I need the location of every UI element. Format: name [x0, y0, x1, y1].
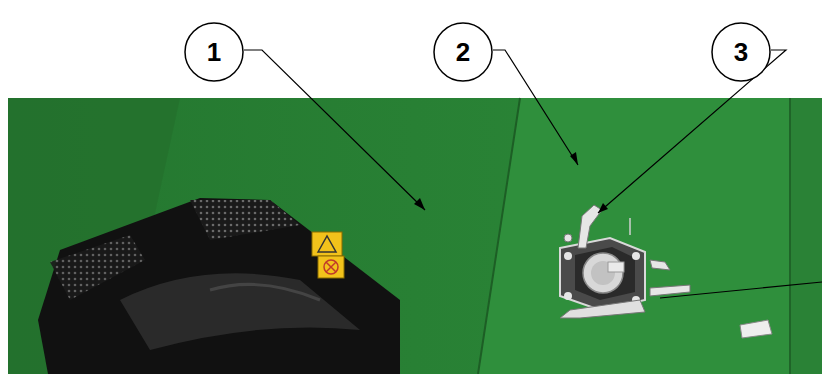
- warning-decal: [318, 256, 344, 278]
- mesh-screen: [190, 200, 300, 240]
- callout-circle: 1: [184, 22, 244, 82]
- warning-decal: [312, 232, 342, 256]
- leader-line: [244, 50, 822, 298]
- frame-edge: [789, 98, 791, 374]
- callout-number: 3: [734, 39, 748, 65]
- warning-symbol: [324, 260, 338, 274]
- right-panel: [478, 98, 822, 374]
- callout-number: 1: [207, 39, 221, 65]
- lock-mechanism: [560, 205, 772, 338]
- leader-arrowhead: [414, 152, 608, 213]
- guard-relief: [210, 284, 320, 300]
- panel-edge: [478, 98, 520, 374]
- guard-housing: [38, 198, 400, 374]
- callout-circle: 3: [711, 22, 771, 82]
- frame-post: [790, 98, 822, 374]
- green-panel: [8, 98, 822, 374]
- mesh-screen: [50, 235, 145, 300]
- callout-number: 2: [456, 39, 470, 65]
- guard-relief: [120, 273, 360, 350]
- callout-circle: 2: [433, 22, 493, 82]
- warning-triangle: [318, 236, 336, 252]
